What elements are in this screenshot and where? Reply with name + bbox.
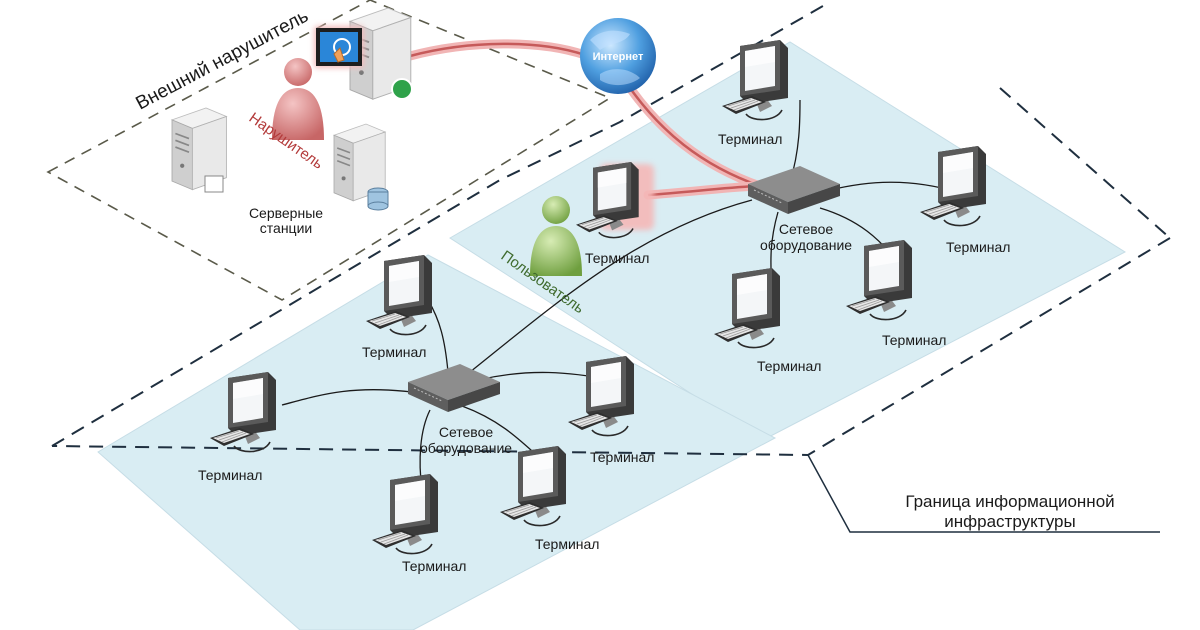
internet-label: Интернет xyxy=(593,51,644,63)
terminal-8-label: Терминал xyxy=(535,536,599,552)
terminal-4-label: Терминал xyxy=(757,358,821,374)
document-icon xyxy=(204,175,224,193)
boundary-callout-line xyxy=(807,454,1160,533)
boundary-top-edge xyxy=(51,1,831,447)
touch-screen-icon xyxy=(314,26,364,68)
switch-2-label-line2: оборудование xyxy=(420,440,512,456)
threat-links xyxy=(405,39,765,200)
globe-badge-icon xyxy=(391,78,413,100)
user-icon xyxy=(530,196,582,276)
switch-1-label-line1: Сетевое xyxy=(779,221,834,237)
terminal-1-label: Терминал xyxy=(718,131,782,147)
boundary-label-line1: Граница информационной xyxy=(905,492,1114,511)
internet-globe-icon xyxy=(580,18,656,94)
terminal-5-label: Терминал xyxy=(362,344,426,360)
servers-label-line2: станции xyxy=(260,220,312,236)
terminal-7-label: Терминал xyxy=(590,449,654,465)
servers-label-line1: Серверные xyxy=(249,205,323,221)
terminal-6-label: Терминал xyxy=(198,467,262,483)
terminal-2-label: Терминал xyxy=(946,239,1010,255)
user-terminal-label: Терминал xyxy=(585,250,649,266)
intruder-icon xyxy=(272,58,324,140)
terminal-3-label: Терминал xyxy=(882,332,946,348)
switch-1-label-line2: оборудование xyxy=(760,237,852,253)
terminal-9-label: Терминал xyxy=(402,558,466,574)
segment-zone-1 xyxy=(449,41,1127,441)
segment-zone-2 xyxy=(97,254,777,630)
boundary-right-edge xyxy=(999,87,1171,239)
boundary-label-line2: инфраструктуры xyxy=(944,512,1075,531)
user-terminal xyxy=(575,161,654,239)
switch-2-label-line1: Сетевое xyxy=(439,424,494,440)
